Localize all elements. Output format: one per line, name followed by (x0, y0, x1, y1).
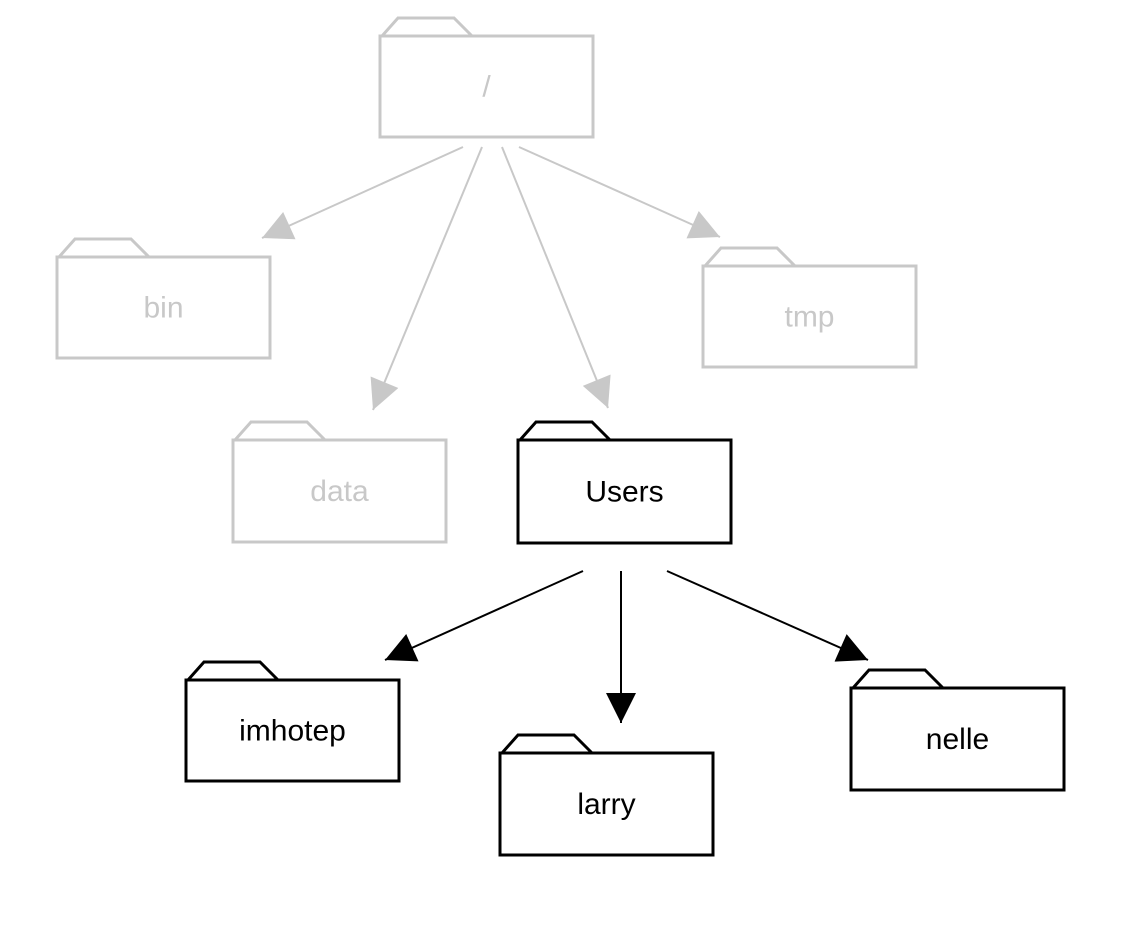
folder-tab-icon (851, 668, 945, 690)
folder-tab-icon (518, 420, 612, 442)
folder-tab-icon (380, 16, 474, 38)
edge-root-to-tmp (518, 146, 721, 239)
folder-tab-icon (57, 237, 151, 259)
folder-label-imhotep: imhotep (239, 714, 346, 747)
folder-label-data: data (310, 475, 369, 508)
folder-tab-icon (186, 660, 280, 682)
folder-root: / (378, 16, 595, 139)
folder-tab-icon (233, 420, 327, 442)
edge-root-to-bin (261, 146, 464, 240)
folder-icon (849, 686, 1066, 792)
folder-data: data (231, 420, 448, 544)
folder-icon (378, 34, 595, 139)
edge-users-to-imhotep (384, 570, 584, 662)
tree-folders: / bin tmp data Users imhotep larry nelle (55, 16, 1066, 857)
folder-tab-icon (703, 246, 797, 268)
folder-icon (516, 438, 733, 545)
edge-root-to-data (370, 146, 483, 411)
folder-tab-icon (500, 733, 594, 755)
folder-bin: bin (55, 237, 272, 360)
folder-label-users: Users (585, 475, 663, 508)
folder-icon (55, 255, 272, 360)
folder-imhotep: imhotep (184, 660, 401, 783)
folder-tmp: tmp (701, 246, 918, 369)
folder-label-bin: bin (143, 291, 183, 324)
folder-nelle: nelle (849, 668, 1066, 792)
edge-root-to-users (501, 146, 611, 409)
edge-users-to-nelle (666, 570, 869, 662)
folder-label-root: / (482, 70, 491, 103)
folder-larry: larry (498, 733, 715, 857)
folder-label-tmp: tmp (784, 300, 834, 333)
tree-edges (261, 146, 869, 723)
folder-users: Users (516, 420, 733, 545)
folder-icon (701, 264, 918, 369)
folder-icon (231, 438, 448, 544)
folder-label-nelle: nelle (926, 723, 989, 756)
folder-label-larry: larry (577, 788, 635, 821)
folder-icon (498, 751, 715, 857)
folder-icon (184, 678, 401, 783)
